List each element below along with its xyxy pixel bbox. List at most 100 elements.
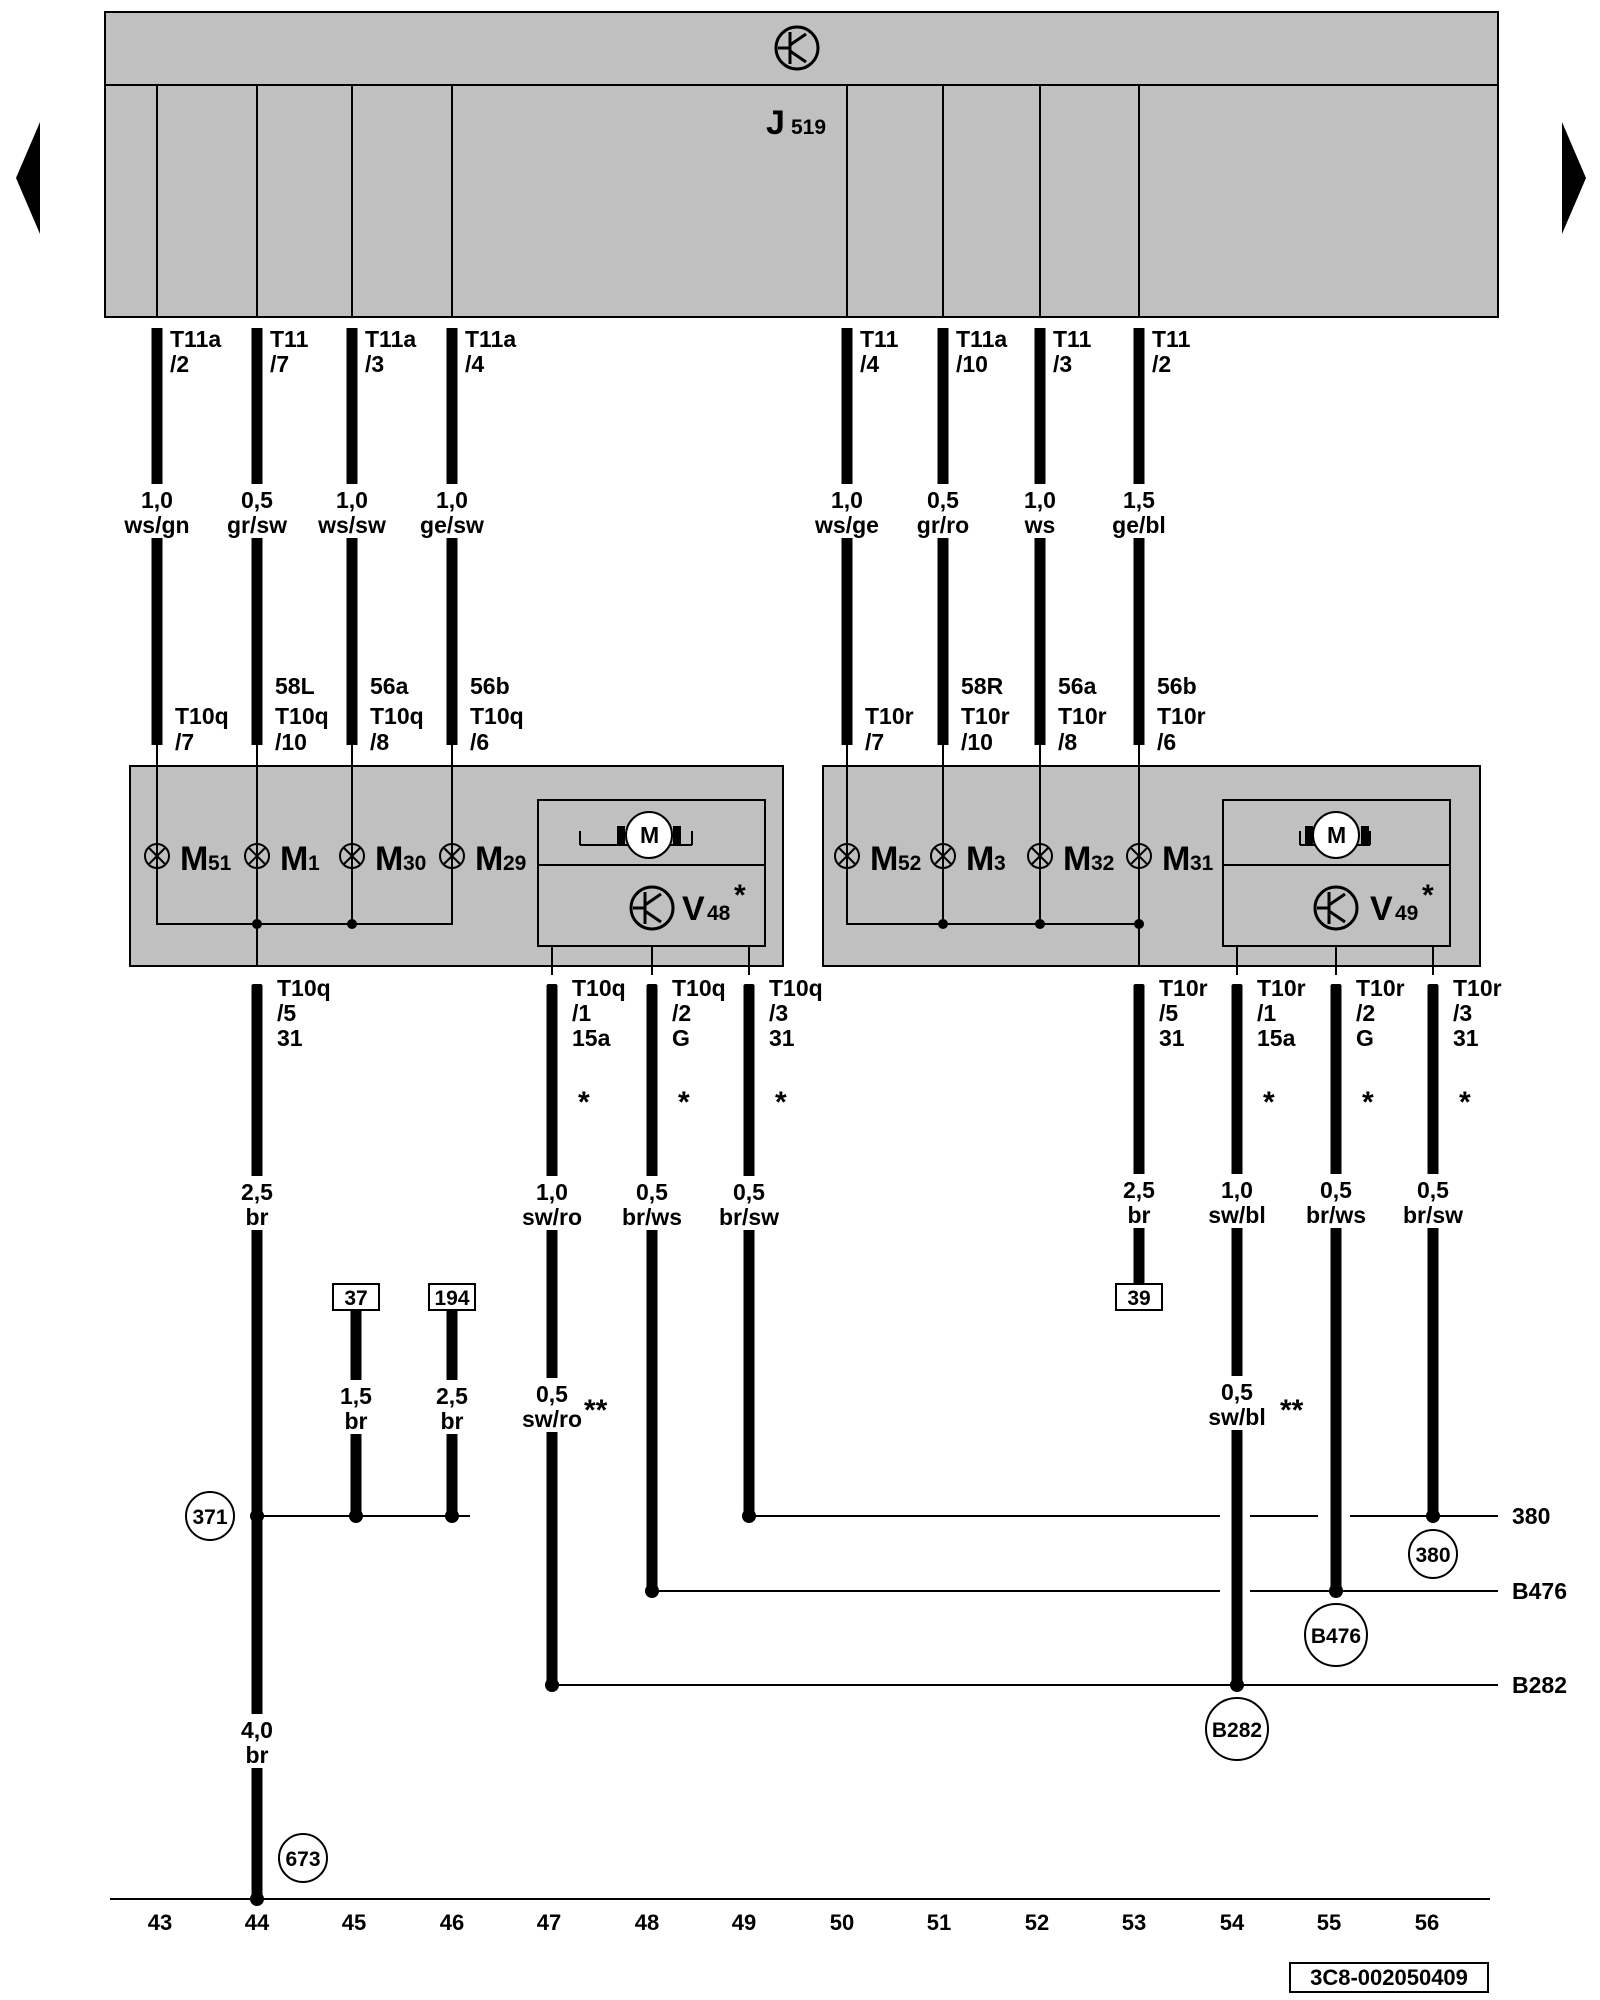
right-tail-light-assembly: M V 49 * (822, 765, 1481, 967)
prev-page-arrow[interactable] (16, 122, 40, 234)
svg-text:3C8-002050409: 3C8-002050409 (1310, 1965, 1468, 1990)
module-pin-arrow (447, 329, 457, 339)
bulb-cross (1130, 847, 1148, 865)
label-background (212, 1176, 302, 1230)
v48-label: V (682, 890, 705, 928)
wire-label-color: br/ws (1306, 1202, 1366, 1228)
wire-label-color: sw/bl (1208, 1202, 1266, 1228)
output-terminal: G (1356, 1025, 1374, 1051)
output-pin-num: /3 (769, 1000, 788, 1026)
bulb-icon (1126, 843, 1152, 869)
optional-mark: * (578, 1086, 590, 1119)
lamp-pin-conn: T10r (961, 703, 1010, 729)
output-pin-conn: T10q (277, 975, 331, 1001)
bulb-name: M (966, 840, 994, 878)
lamp-pin-arrow (252, 737, 262, 747)
electronic-control-icon (774, 25, 820, 71)
lamp-pin-num: /6 (1157, 729, 1176, 755)
module-pin-num: /2 (170, 351, 189, 377)
bulb-icon (144, 843, 170, 869)
optional-mark: * (1362, 1086, 1374, 1119)
bulb-sub: 31 (1190, 852, 1214, 875)
bulb-cross (248, 847, 266, 865)
wire-label-color: br (246, 1742, 269, 1768)
bulb-name: M (180, 840, 208, 878)
module-pin-arrow (938, 329, 948, 339)
output-pin-conn: T10q (572, 975, 626, 1001)
module-pin-conn: T11a (365, 326, 416, 352)
label-background (1388, 1174, 1478, 1228)
wire-label-color: br/sw (719, 1204, 779, 1230)
module-pin-arrow (252, 329, 262, 339)
column-number: 43 (148, 1910, 172, 1935)
lamp-terminal: 58L (275, 673, 315, 699)
ref-box-37-text: 37 (344, 1287, 367, 1310)
lamp-pin-num: /8 (370, 729, 389, 755)
label-background (112, 484, 202, 538)
module-pin-num: /3 (365, 351, 384, 377)
lamp-pin-num: /10 (961, 729, 993, 755)
output-pin-num: /3 (1453, 1000, 1472, 1026)
bulb-name: M (280, 840, 308, 878)
bulb-sub: 1 (308, 852, 320, 875)
module-pin-conn: T11a (956, 326, 1007, 352)
lamp-pin-conn: T10q (370, 703, 424, 729)
label-background (307, 484, 397, 538)
ref-circle-673 (278, 1833, 328, 1883)
module-pin-conn: T11 (860, 326, 899, 352)
ref-circle-b282 (1205, 1697, 1269, 1761)
lamp-pin-conn: T10q (275, 703, 329, 729)
optional-mark: * (1263, 1086, 1275, 1119)
wire-label-size: 0,5 (636, 1179, 668, 1205)
bulb-cross (343, 847, 361, 865)
junction-dot (250, 1509, 264, 1523)
drawing-code: 3C8-002050409 (1289, 1962, 1489, 1993)
bulb-icon (339, 843, 365, 869)
bulb-sub: 52 (898, 852, 921, 875)
wire-label-size: 0,5 (733, 1179, 765, 1205)
wire-label-color: ge/sw (420, 512, 484, 538)
ref-circle-673-text: 673 (285, 1848, 320, 1871)
ref-circle-380 (1408, 1529, 1458, 1579)
wire-label-color: ws (1024, 512, 1056, 538)
wire-label-color: gr/sw (227, 512, 287, 538)
module-pin-arrow (842, 329, 852, 339)
wire-label-size: 1,0 (1024, 487, 1056, 513)
output-terminal: 31 (769, 1025, 795, 1051)
column-number: 47 (537, 1910, 561, 1935)
bulb-sub: 29 (503, 852, 526, 875)
lamp-pin-num: /6 (470, 729, 489, 755)
wire-label-size: 0,5 (927, 487, 959, 513)
next-page-arrow[interactable] (1562, 122, 1586, 234)
module-pin-conn: T11a (170, 326, 221, 352)
module-sub: 519 (791, 116, 826, 139)
lamp-pin-arrow (152, 737, 162, 747)
ref-circle-371 (185, 1491, 235, 1541)
motor-icon: M (579, 811, 693, 859)
bulb-cross (934, 847, 952, 865)
wire-label-color: gr/ro (917, 512, 969, 538)
ref-box-194-text: 194 (434, 1287, 469, 1310)
module-pin-arrow (152, 329, 162, 339)
bulb-sub: 3 (994, 852, 1006, 875)
optional-mark: * (775, 1086, 787, 1119)
module-pin-num: /4 (860, 351, 879, 377)
lamp-terminal: 56b (1157, 673, 1197, 699)
column-number: 54 (1220, 1910, 1245, 1935)
bulb-cross (838, 847, 856, 865)
label-background (1192, 1376, 1282, 1430)
wire-label-size: 2,5 (436, 1383, 468, 1409)
v49-control-icon (1313, 885, 1359, 931)
output-terminal: 31 (277, 1025, 303, 1051)
column-number: 52 (1025, 1910, 1049, 1935)
ref-box-194 (428, 1283, 476, 1311)
v48-mark: * (734, 879, 746, 912)
output-terminal: 15a (572, 1025, 611, 1051)
bulb-icon (439, 843, 465, 869)
wire-label-color: br (441, 1408, 464, 1434)
lamp-pin-num: /10 (275, 729, 307, 755)
wire-label-size: 1,0 (141, 487, 173, 513)
lamp-pin-conn: T10r (1058, 703, 1107, 729)
column-number: 55 (1317, 1910, 1341, 1935)
